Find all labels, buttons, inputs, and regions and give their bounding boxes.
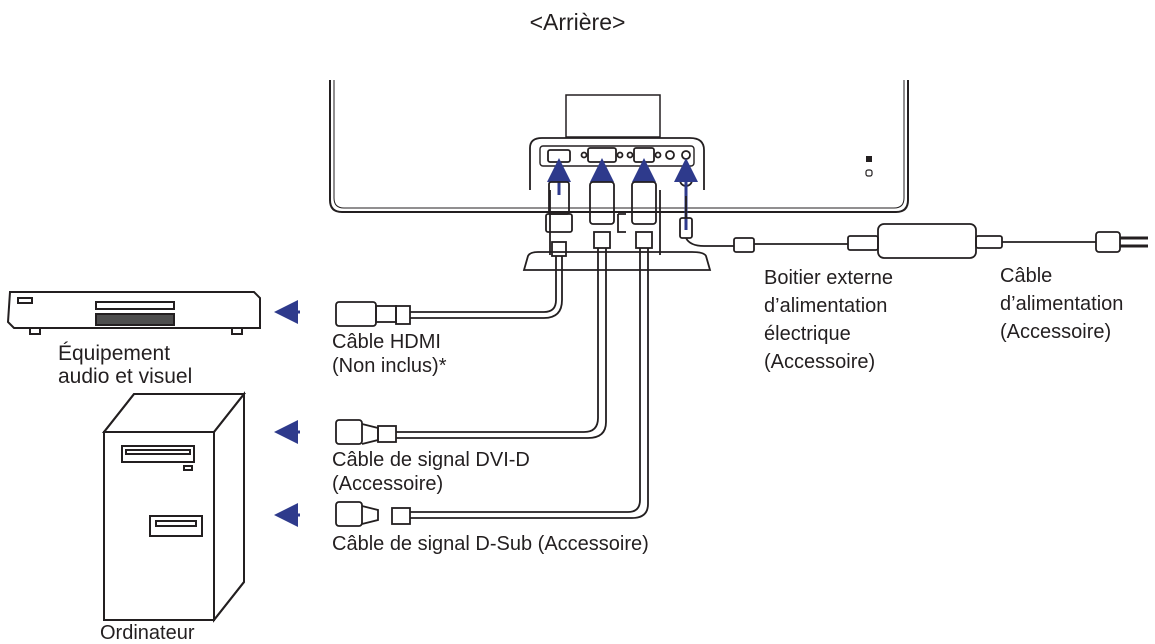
computer-icon bbox=[101, 391, 247, 623]
kensington-lock-icon bbox=[865, 156, 873, 177]
label-line: (Accessoire) bbox=[764, 351, 876, 373]
label-line: d’alimentation bbox=[764, 295, 888, 317]
dsub-cable-label: Câble de signal D-Sub (Accessoire) bbox=[332, 532, 649, 556]
page-title: <Arrière> bbox=[529, 9, 626, 35]
av-equipment-label: Équipement audio et visuel bbox=[58, 342, 192, 388]
monitor-stand bbox=[522, 190, 712, 271]
dvi-cable-label: Câble de signal DVI-D (Accessoire) bbox=[332, 448, 530, 496]
power-adapter bbox=[679, 196, 1148, 259]
dvi-cable bbox=[335, 181, 615, 445]
label-line: Câble de signal D-Sub (Accessoire) bbox=[332, 533, 649, 555]
label-line: Câble bbox=[1000, 265, 1053, 287]
hdmi-cable-label: Câble HDMI (Non inclus)* bbox=[332, 330, 446, 378]
hdmi-cable bbox=[335, 181, 573, 327]
dsub-cable bbox=[335, 181, 657, 527]
label-line: audio et visuel bbox=[58, 365, 193, 388]
label-line: d’alimentation bbox=[1000, 293, 1124, 315]
power-adapter-label: Boitier externe d’alimentation électriqu… bbox=[764, 264, 893, 376]
label-line: Équipement bbox=[58, 342, 171, 365]
av-equipment-icon bbox=[6, 291, 261, 335]
computer-label: Ordinateur bbox=[100, 622, 195, 644]
label-line: Câble HDMI bbox=[332, 331, 441, 353]
label-line: Boitier externe bbox=[764, 267, 893, 289]
label-line: (Accessoire) bbox=[332, 473, 444, 495]
label-line: (Accessoire) bbox=[1000, 321, 1112, 343]
label-line: (Non inclus)* bbox=[332, 355, 447, 377]
power-cable-label: Câble d’alimentation (Accessoire) bbox=[1000, 262, 1123, 346]
monitor-back bbox=[329, 80, 909, 213]
label-line: Câble de signal DVI-D bbox=[332, 449, 530, 471]
label-line: Ordinateur bbox=[100, 622, 195, 644]
label-line: électrique bbox=[764, 323, 851, 345]
